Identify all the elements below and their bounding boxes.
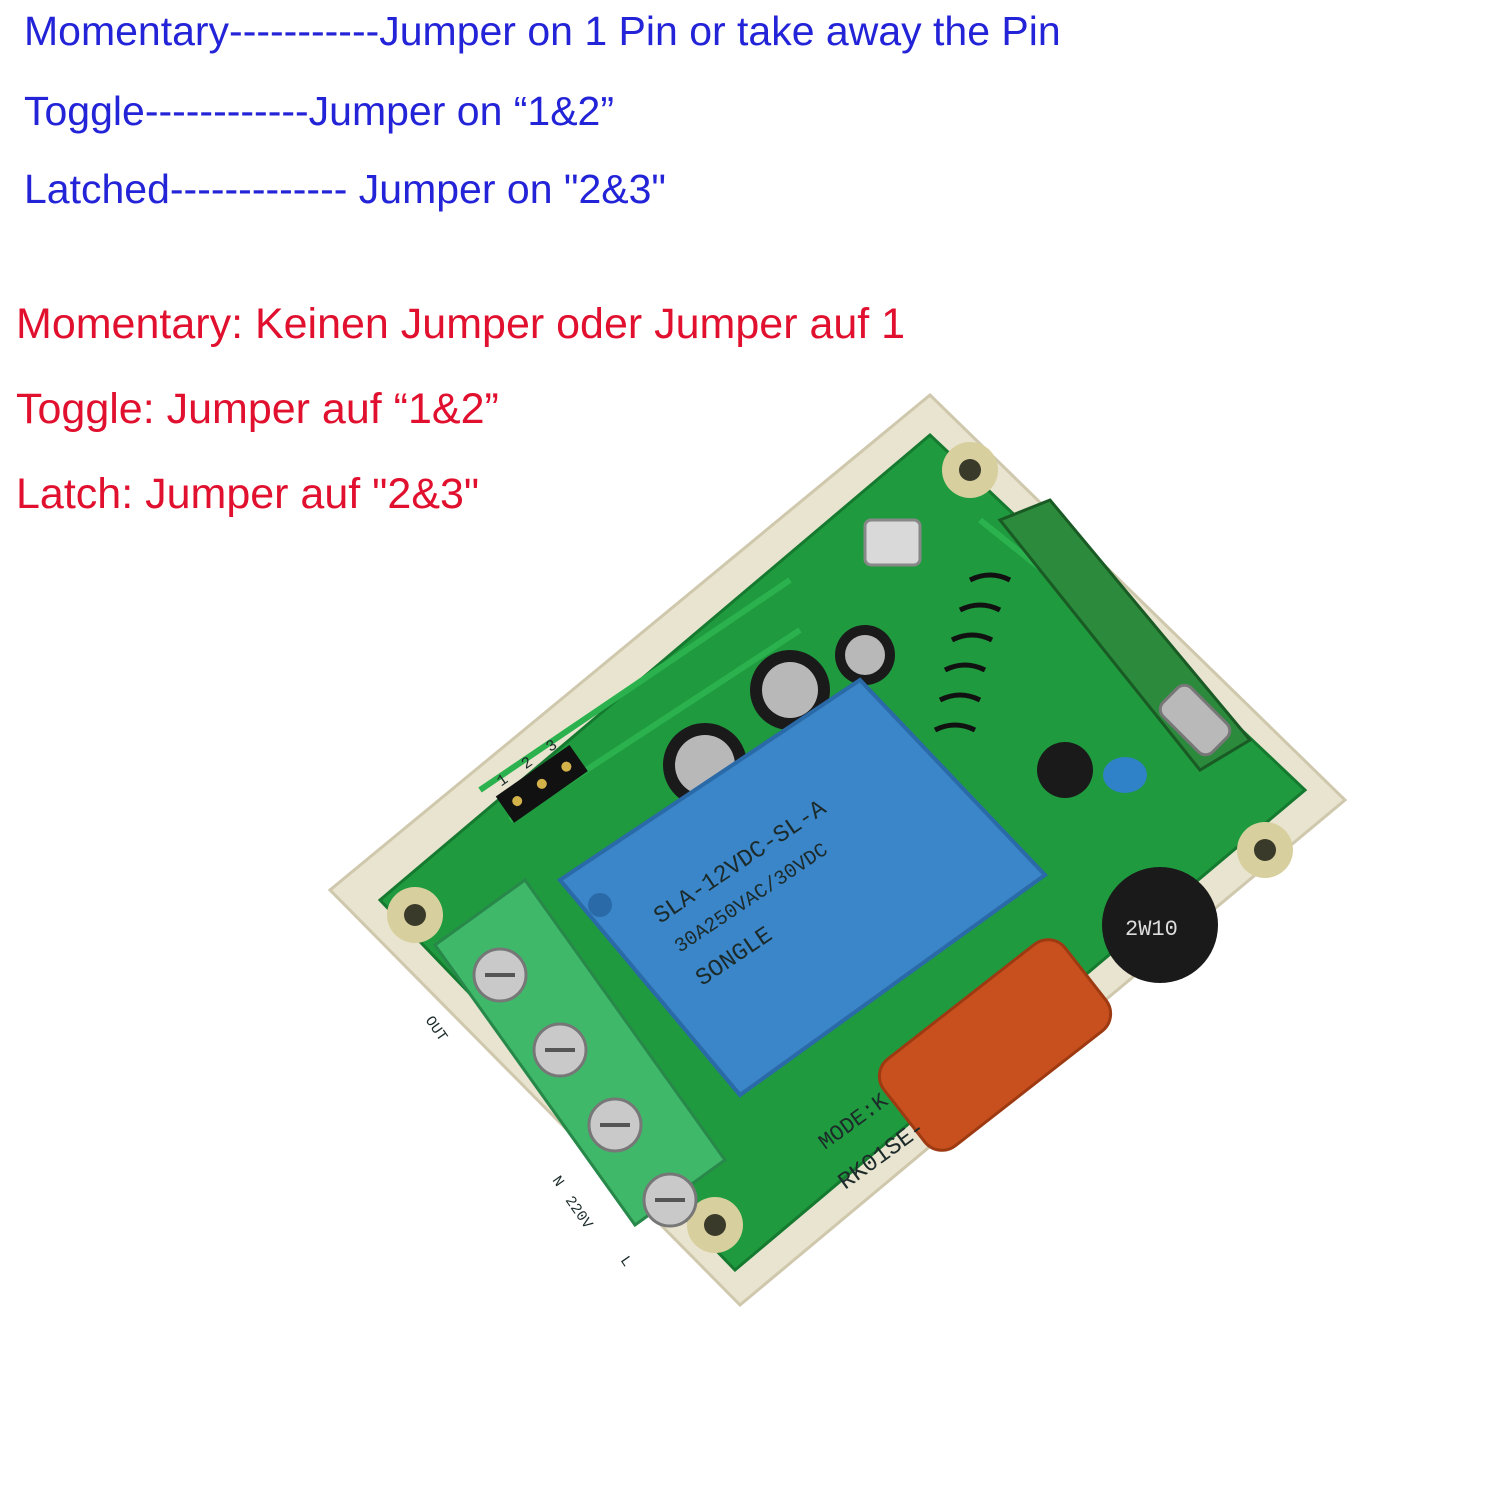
terminal-block (432, 877, 728, 1228)
mounting-hole-bottom (687, 1197, 743, 1253)
bridge-rectifier-print: 2W10 (1125, 917, 1178, 942)
instruction-en-momentary: Momentary-----------Jumper on 1 Pin or t… (24, 8, 1061, 54)
instruction-de-momentary: Momentary: Keinen Jumper oder Jumper auf… (16, 300, 906, 348)
terminal-screw-icon (642, 1172, 698, 1228)
terminal-screw-icon (587, 1097, 643, 1153)
terminal-label-l: L (616, 1253, 635, 1270)
terminal-label-n: N (548, 1173, 567, 1190)
relay: SLA-12VDC-SL-A 30A250VAC/30VDC SONGLE (557, 677, 1049, 1098)
bridge-rectifier: 2W10 (1102, 867, 1218, 983)
instruction-en-latched: Latched------------- Jumper on "2&3" (24, 166, 666, 212)
ceramic-capacitor (1103, 757, 1147, 793)
mounting-hole-right (1237, 822, 1293, 878)
instruction-en-toggle: Toggle------------Jumper on “1&2” (24, 88, 615, 134)
instruction-de-toggle: Toggle: Jumper auf “1&2” (16, 385, 499, 433)
terminal-label-out: OUT (421, 1013, 450, 1045)
film-capacitor (877, 938, 1113, 1152)
mounting-hole-left (387, 887, 443, 943)
electrolytic-capacitor (750, 650, 830, 730)
push-button (863, 518, 922, 567)
crystal-oscillator (1158, 683, 1232, 757)
mounting-hole-top (942, 442, 998, 498)
electrolytic-capacitor (835, 625, 895, 685)
relay-board-photo: 1 2 3 SLA-12VDC-SL-A 30A250VAC/30VDC SON… (327, 392, 1348, 1308)
terminal-screw-icon (472, 947, 528, 1003)
terminal-screw-icon (532, 1022, 588, 1078)
terminal-label-220v: 220V (561, 1193, 596, 1232)
antenna-coil (933, 572, 1012, 733)
instruction-de-latch: Latch: Jumper auf "2&3" (16, 470, 480, 518)
transistor (1037, 742, 1093, 798)
